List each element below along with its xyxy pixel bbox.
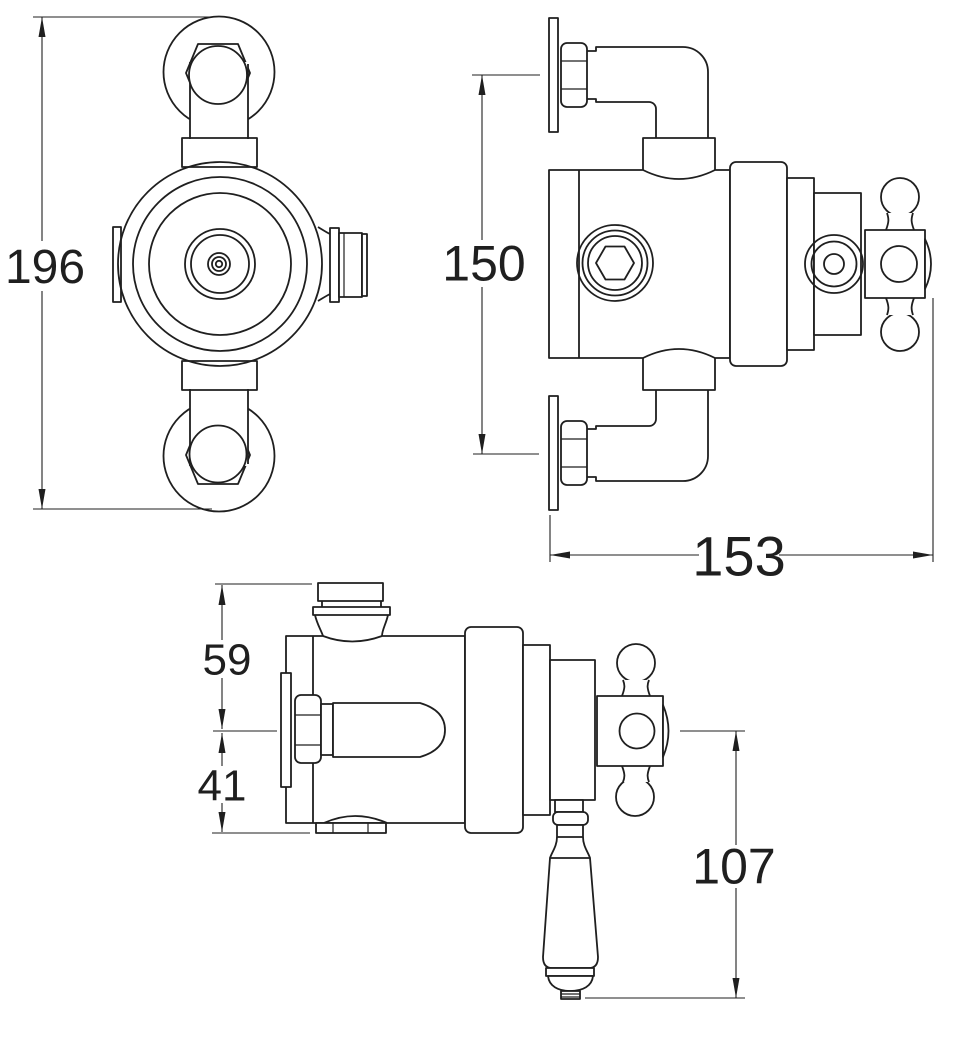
profile-lower-dimension: 41 [198, 733, 310, 834]
arrow-right-icon [913, 551, 933, 559]
union-nut-top [560, 42, 588, 108]
handle-front-ball [618, 712, 656, 750]
profile-crosshead-handle [596, 643, 670, 817]
hex-recess [595, 245, 635, 281]
side-inlet-top [548, 17, 716, 170]
profile-valve-body [280, 635, 466, 834]
bracket-eye-bottom [188, 424, 248, 484]
cartridge-flange [464, 626, 524, 834]
arrow-down-icon [732, 978, 740, 998]
blanking-plug [332, 702, 446, 758]
arrow-up-icon [38, 17, 46, 37]
front-height-dimension: 196 [5, 16, 214, 510]
front-view: 196 [5, 15, 368, 513]
wall-plate-top [548, 17, 559, 133]
outlet-end-cap [361, 233, 368, 297]
arrow-down-icon [38, 489, 46, 509]
front-valve-body [117, 161, 323, 367]
profile-lower-label: 41 [198, 761, 247, 810]
lever-grip [542, 857, 599, 969]
outlet-flange-plate [329, 227, 340, 303]
handle-front-ball [880, 245, 918, 283]
handle-cap [813, 192, 862, 336]
cartridge-flange [729, 161, 788, 367]
front-height-label: 196 [5, 241, 85, 294]
profile-lever-handle [542, 799, 599, 1000]
arrow-up-icon [218, 733, 226, 753]
arrow-down-icon [218, 812, 226, 832]
wall-plate-bottom [548, 395, 559, 511]
side-width-dimension: 153 [549, 298, 934, 588]
arrow-up-icon [478, 75, 486, 95]
side-cartridge [729, 161, 864, 367]
side-height-dimension: 150 [442, 74, 540, 455]
front-wall-bracket-bottom [162, 360, 276, 513]
profile-upper-dimension: 59 [203, 583, 312, 832]
profile-cartridge [464, 626, 596, 834]
bracket-foot-top [181, 137, 258, 168]
profile-top-outlet [312, 582, 391, 637]
bracket-eye-top [188, 45, 248, 105]
side-valve-body [548, 169, 731, 359]
profile-wall-plate [280, 672, 292, 788]
front-side-outlet [317, 226, 368, 303]
front-left-tab [112, 226, 122, 303]
side-view: 150 153 [442, 17, 934, 588]
arrow-up-icon [732, 731, 740, 751]
arrow-down-icon [218, 709, 226, 729]
front-wall-bracket-top [162, 15, 276, 168]
profile-handle-drop-label: 107 [692, 839, 775, 895]
union-nut-bottom [560, 420, 588, 486]
arrow-left-icon [550, 551, 570, 559]
side-crosshead-handle [864, 177, 932, 352]
blanking-nut [294, 694, 322, 764]
side-inlet-bottom [548, 358, 716, 511]
bracket-foot-bottom [181, 360, 258, 391]
bottom-port-stub [315, 822, 387, 834]
arrow-down-icon [478, 434, 486, 454]
outlet-flange [312, 606, 391, 616]
arrow-up-icon [218, 585, 226, 605]
handle-cap [549, 659, 596, 801]
profile-view: 59 41 107 [198, 582, 776, 1000]
profile-upper-label: 59 [203, 635, 252, 684]
side-width-label: 153 [692, 525, 785, 588]
profile-handle-drop-dimension: 107 [585, 730, 776, 999]
outlet-thread [338, 232, 363, 298]
side-height-label: 150 [442, 236, 525, 292]
